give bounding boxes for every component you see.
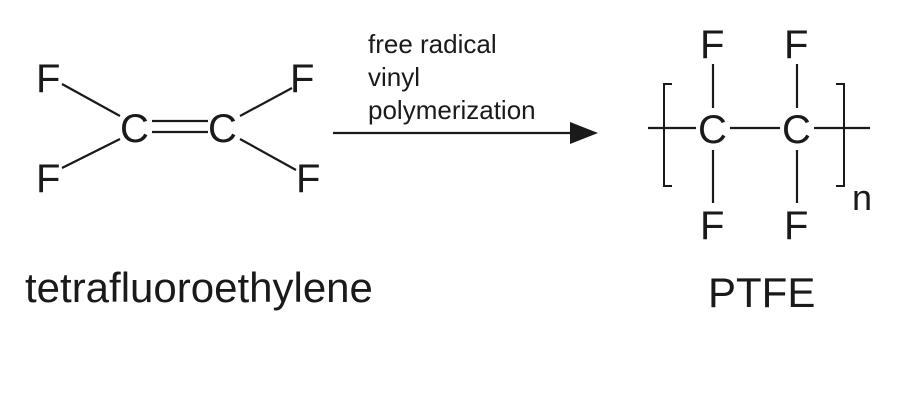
product-carbon-2: C	[782, 108, 811, 152]
reactant-fluorine-bottom-left: F	[36, 157, 60, 201]
reactant-fluorine-bottom-right: F	[296, 157, 320, 201]
bond-c-f-bottom-right	[239, 138, 297, 171]
repeat-subscript: n	[852, 177, 872, 218]
reaction-conditions: free radical vinyl polymerization	[368, 29, 536, 125]
reactant-fluorine-top-left: F	[36, 57, 60, 101]
bond-c-f-top-right	[239, 87, 293, 117]
reactant-carbon-right: C	[208, 107, 237, 151]
reactant-fluorine-top-right: F	[290, 57, 314, 101]
reaction-arrowhead	[570, 122, 598, 144]
repeat-bracket-right	[836, 83, 845, 187]
product-name: PTFE	[708, 269, 815, 316]
reactant-structure: F F C C F F	[36, 57, 320, 201]
bond-f-c-bottom-left	[61, 138, 121, 169]
condition-line-1: free radical	[368, 29, 497, 59]
reactant-carbon-left: C	[120, 107, 149, 151]
repeat-bracket-left	[663, 83, 672, 187]
condition-line-2: vinyl	[368, 62, 420, 92]
bond-f-c-top-left	[61, 83, 121, 117]
reactant-name: tetrafluoroethylene	[25, 264, 373, 311]
product-carbon-1: C	[698, 108, 727, 152]
condition-line-3: polymerization	[368, 95, 536, 125]
reaction-arrow	[333, 122, 598, 144]
product-fluorine-top-2: F	[784, 23, 808, 67]
product-structure: F F C C F F n	[648, 23, 872, 248]
product-fluorine-bottom-2: F	[784, 204, 808, 248]
product-fluorine-bottom-1: F	[700, 204, 724, 248]
product-fluorine-top-1: F	[700, 23, 724, 67]
